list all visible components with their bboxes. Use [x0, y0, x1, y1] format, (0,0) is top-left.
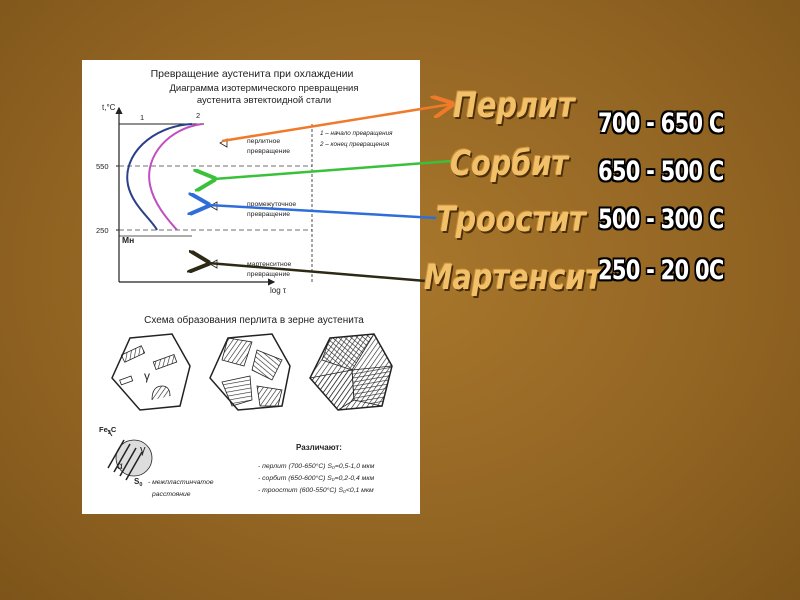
mn-label: Mн [122, 235, 134, 245]
distinguish-troostite: - троостит (600-550°C) S₀<0,1 мкм [258, 486, 374, 494]
sorbite-arrow [214, 159, 453, 179]
gamma-detail-symbol: γ [140, 444, 146, 456]
phase-temp-sorbite: 650 - 500 С [598, 156, 724, 187]
scheme-title: Схема образования перлита в зерне аустен… [144, 314, 364, 326]
tick-550: 550 [96, 162, 109, 171]
y-axis-label: t,°C [102, 103, 116, 112]
martensite-arrow [208, 263, 427, 283]
diagram-title-line1: Диаграмма изотермического превращения [169, 83, 358, 94]
austenite-grain-1: γ [111, 333, 191, 411]
distinguish-sorbite: - сорбит (650-600°C) S₀=0,2-0,4 мкм [258, 474, 375, 482]
x-axis-label: log τ [270, 286, 287, 295]
austenite-grain-3 [309, 333, 393, 411]
s0-caption-line2: расстояние [151, 491, 191, 498]
phase-name-troostite: Троостит [436, 200, 586, 240]
phase-temp-martensite: 250 - 20 0С [598, 255, 724, 286]
legend-start: 1 – начало превращения [320, 130, 393, 137]
s0-label: S0 [134, 477, 142, 488]
zone-intermediate-line1: промежуточное [247, 201, 296, 208]
tick-250: 250 [96, 226, 109, 235]
curve-1-label: 1 [140, 113, 144, 122]
zone-pearlite-line2: превращение [247, 148, 290, 155]
curve-end-transformation [148, 123, 203, 231]
gamma-symbol: γ [144, 369, 150, 383]
s0-caption-line1: - межпластинчатое [148, 479, 214, 486]
austenite-grain-2 [209, 333, 291, 411]
troostite-arrow [208, 205, 437, 220]
zone-intermediate-line2: превращение [247, 211, 290, 218]
lamella-detail: Fe3C γ α S0 - межпластинчатое расстояние [99, 425, 214, 498]
legend-end: 2 – конец превращения [319, 141, 390, 148]
diagram-title-line2: аустенита эвтектоидной стали [197, 95, 331, 106]
zone-pearlite-line1: перлитное [247, 138, 280, 145]
phase-temp-troostite: 500 - 300 С [598, 204, 724, 235]
phase-name-martensite: Мартенсит [424, 258, 603, 298]
zone-martensite-line2: превращение [247, 271, 290, 278]
phase-temp-pearlite: 700 - 650 С [598, 108, 724, 139]
curve-2-label: 2 [196, 111, 200, 120]
fe3c-label: Fe3C [99, 425, 117, 436]
distinguish-title: Различают: [296, 443, 342, 452]
figure-graphics: Превращение аустенита при охлаждении Диа… [96, 68, 393, 498]
figure-title: Превращение аустенита при охлаждении [151, 68, 354, 80]
zone-martensite-line1: мартенситное [247, 261, 291, 268]
phase-name-sorbite: Сорбит [450, 144, 569, 184]
distinguish-pearlite: - перлит (700-650°C) S₀=0,5-1,0 мкм [258, 462, 375, 470]
alpha-symbol: α [117, 461, 123, 472]
phase-name-pearlite: Перлит [453, 86, 575, 126]
curve-start-transformation [126, 123, 193, 231]
pearlite-arrow [221, 104, 452, 143]
